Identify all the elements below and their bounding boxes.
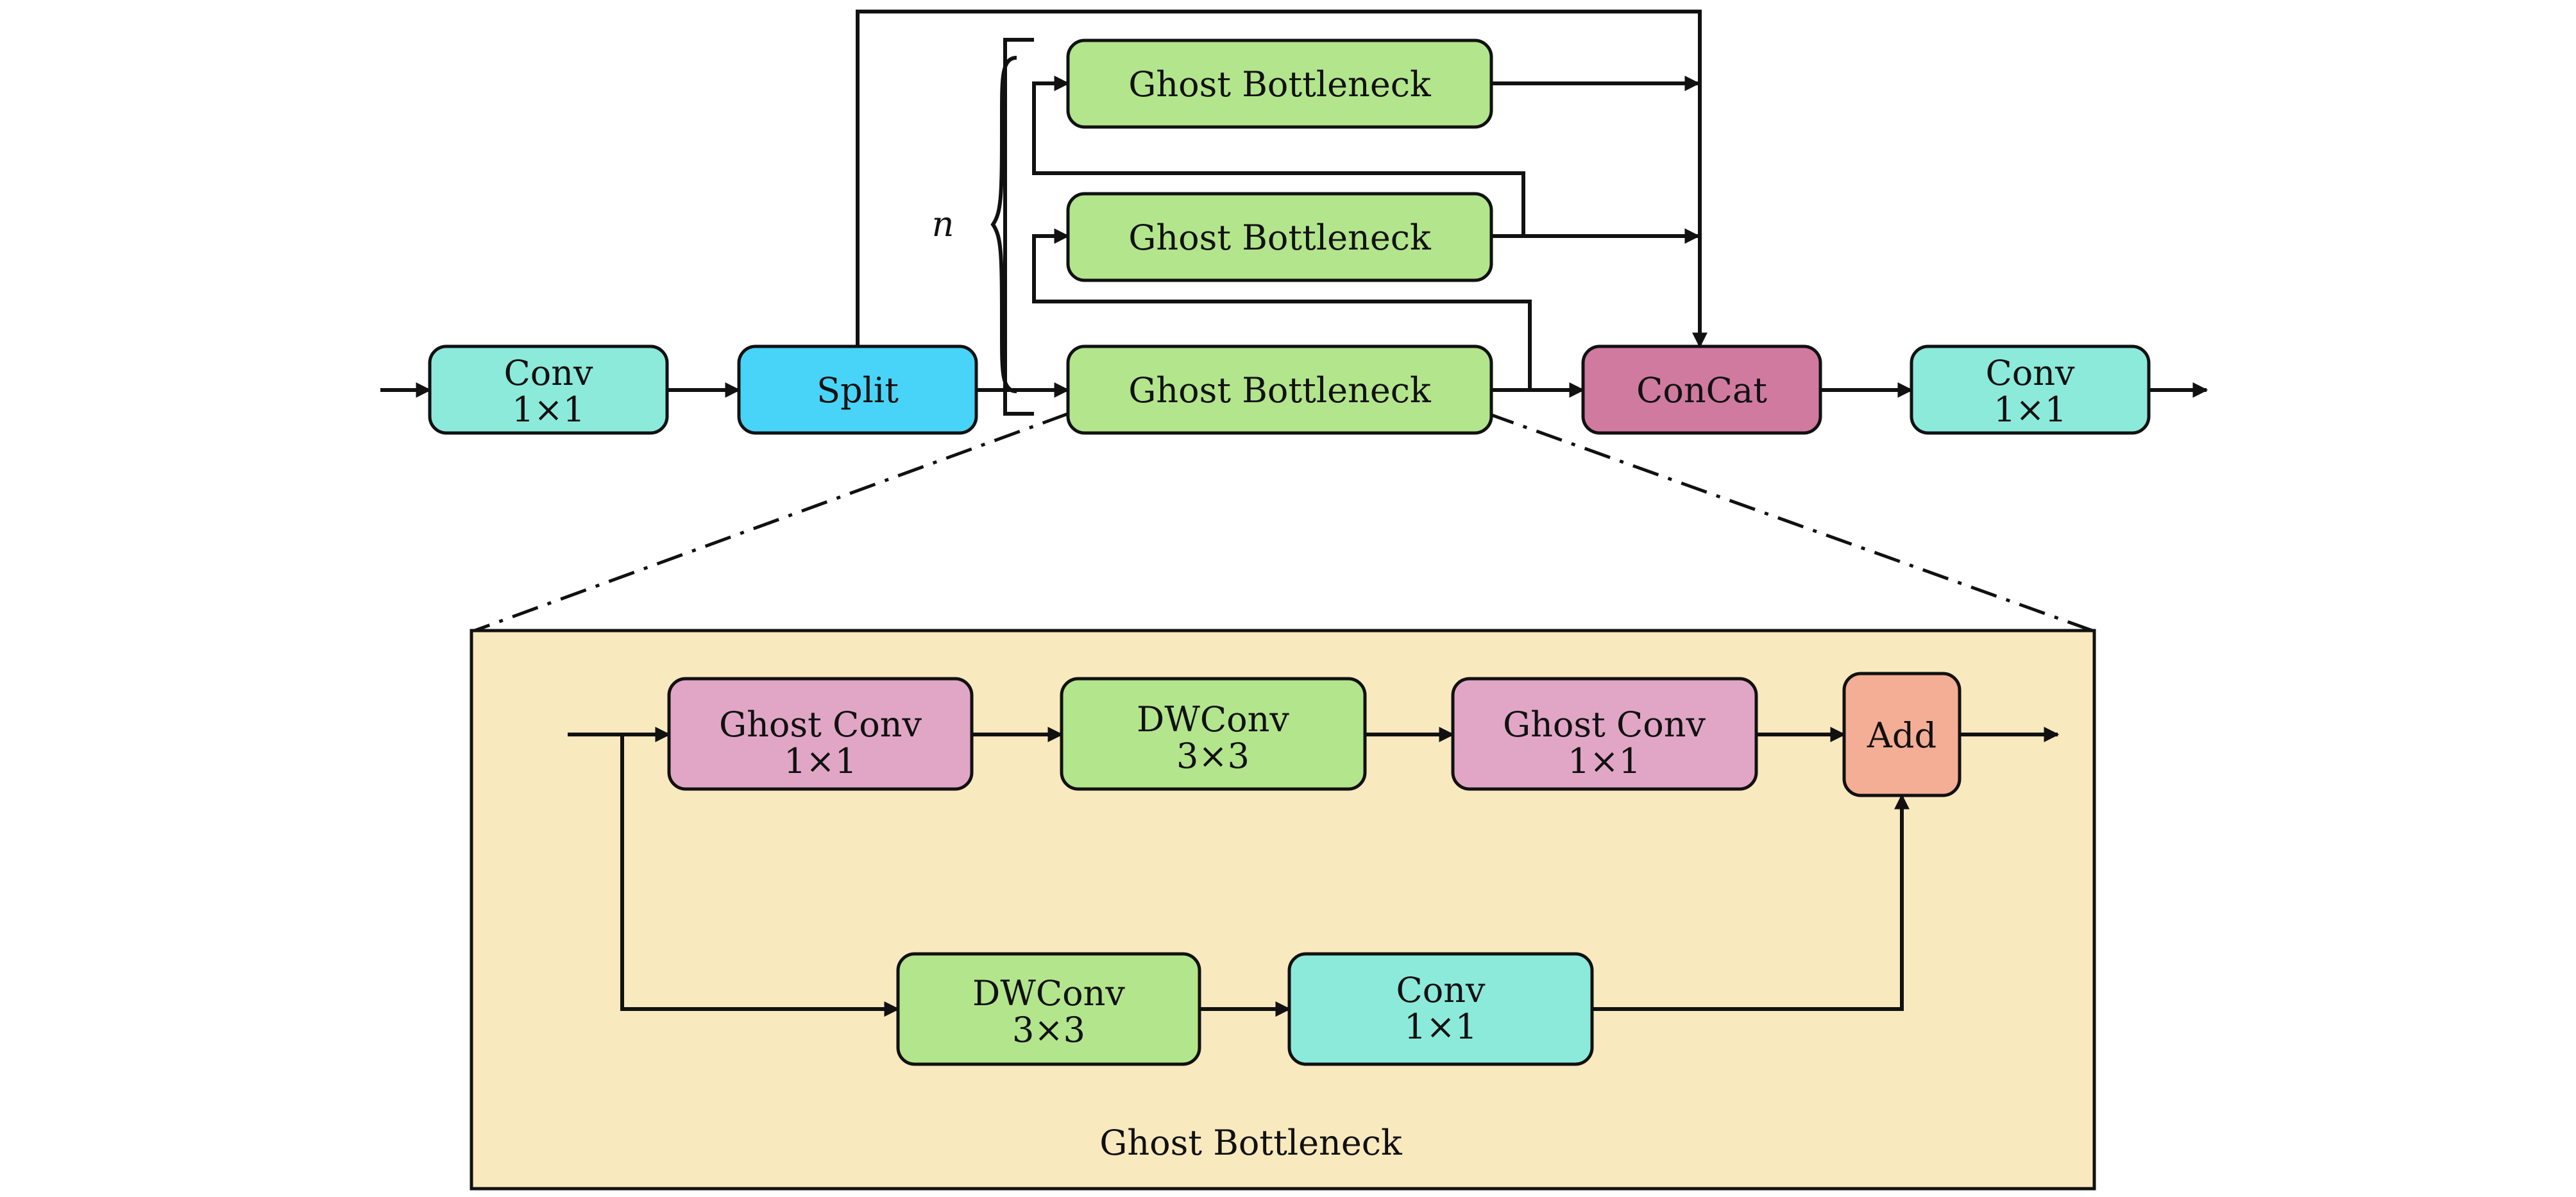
ghost-conv-1-label-2: 1×1 [784, 741, 857, 781]
ghost-conv-1-label-1: Ghost Conv [719, 704, 922, 745]
conv-shortcut-box [1287, 952, 1594, 1066]
add-block: Add [1842, 672, 1962, 797]
ghost-bottleneck-top-block: Ghost Bottleneck [1066, 38, 1493, 129]
repeat-count-label: n [932, 204, 954, 244]
split-bypass-arrow [856, 10, 1707, 348]
bottom-to-mid-loop [1032, 228, 1532, 390]
ghost-bottleneck-bottom-box [1066, 344, 1493, 435]
dwconv-main-label-1: DWConv [1137, 699, 1289, 740]
shortcut-to-add-arrow [1592, 794, 1910, 1011]
ghost-conv-2-label-2: 1×1 [1568, 741, 1641, 781]
concat-box [1581, 344, 1822, 435]
dwconv-shortcut-block: DWConv 3×3 [896, 952, 1201, 1066]
split-label: Split [817, 370, 899, 411]
ghost-conv-2-block: Ghost Conv 1×1 [1451, 677, 1758, 791]
zoom-line-right [1487, 412, 2093, 632]
dwconv-shortcut-box [896, 952, 1201, 1066]
concat-block: ConCat [1581, 344, 1822, 435]
conv-in-label-1: Conv [504, 353, 593, 393]
conv-out-label-1: Conv [1985, 353, 2075, 393]
ghost-conv-2-label-1: Ghost Conv [1503, 704, 1706, 745]
detail-caption: Ghost Bottleneck [1099, 1123, 1403, 1163]
add-box [1842, 672, 1962, 797]
ghost-bottleneck-top-box [1066, 38, 1493, 129]
ghost-conv-2-box [1451, 677, 1758, 791]
split-block: Split [737, 344, 978, 435]
conv-in-block: Conv 1×1 [428, 344, 669, 435]
ghost-bottleneck-bottom-label: Ghost Bottleneck [1128, 370, 1432, 411]
ghost-bottleneck-mid-label: Ghost Bottleneck [1128, 217, 1432, 258]
conv-in-box [428, 344, 669, 435]
conv-out-block: Conv 1×1 [1910, 344, 2151, 435]
ghost-bottleneck-mid-block: Ghost Bottleneck [1066, 192, 1493, 282]
conv-out-label-2: 1×1 [1994, 389, 2067, 430]
repeat-bracket [1003, 38, 1034, 416]
ghost-bottleneck-mid-box [1066, 192, 1493, 282]
add-label: Add [1867, 715, 1936, 756]
repeat-brace [990, 56, 1017, 393]
dwconv-main-block: DWConv 3×3 [1060, 677, 1367, 791]
concat-label: ConCat [1636, 370, 1767, 411]
zoom-line-left [474, 412, 1069, 632]
conv-out-box [1910, 344, 2151, 435]
ghost-conv-1-block: Ghost Conv 1×1 [667, 677, 974, 791]
conv-in-label-2: 1×1 [512, 389, 585, 430]
ghost-conv-1-box [667, 677, 974, 791]
dwconv-shortcut-label-1: DWConv [972, 973, 1125, 1014]
conv-shortcut-label-2: 1×1 [1404, 1006, 1477, 1047]
split-box [737, 344, 978, 435]
conv-shortcut-label-1: Conv [1396, 970, 1486, 1010]
conv-shortcut-block: Conv 1×1 [1287, 952, 1594, 1066]
mid-to-top-loop [1032, 76, 1525, 236]
detail-shortcut-branch [620, 734, 900, 1017]
dwconv-main-label-2: 3×3 [1176, 736, 1250, 776]
dwconv-shortcut-label-2: 3×3 [1012, 1010, 1085, 1050]
ghost-bottleneck-top-label: Ghost Bottleneck [1128, 64, 1432, 105]
ghost-bottleneck-bottom-block: Ghost Bottleneck [1066, 344, 1493, 435]
dwconv-main-box [1060, 677, 1367, 791]
